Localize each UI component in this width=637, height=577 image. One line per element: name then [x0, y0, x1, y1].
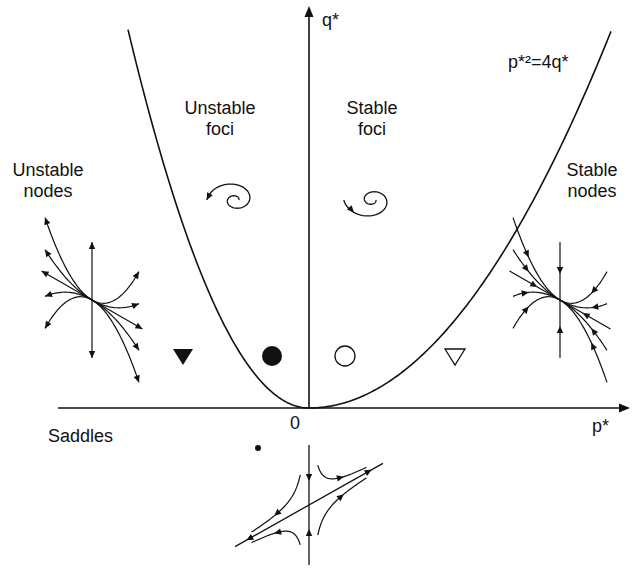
- unstable-node-trajectory: [92, 272, 139, 304]
- arrowhead: [44, 218, 50, 226]
- equation-label: p*²=4q*: [508, 52, 569, 73]
- unstable-node-trajectory: [45, 297, 92, 329]
- arrowhead: [522, 307, 529, 314]
- arrowhead: [132, 343, 139, 351]
- arrowhead: [530, 281, 538, 287]
- stable-node-trajectory: [560, 300, 607, 308]
- parabola-boundary: [128, 30, 611, 408]
- axis-label: p*: [592, 416, 609, 437]
- unstable-node-trajectory: [92, 300, 139, 382]
- arrowhead: [557, 326, 563, 333]
- region-label: Saddles: [48, 426, 113, 447]
- dot-symbol: [255, 445, 261, 451]
- saddle-trajectory: [252, 475, 301, 532]
- arrowhead: [246, 534, 254, 540]
- arrowhead: [306, 474, 312, 481]
- arrowhead: [274, 509, 281, 516]
- arrowhead: [336, 475, 344, 481]
- axis-label: q*: [322, 10, 339, 31]
- stable-node-trajectory: [560, 272, 607, 304]
- region-label: Unstable nodes: [6, 160, 90, 201]
- arrowhead: [207, 192, 213, 200]
- p-axis: [58, 407, 626, 409]
- arrowhead: [619, 404, 630, 413]
- arrowhead: [45, 321, 51, 329]
- q-axis: [308, 12, 310, 408]
- origin-label: 0: [290, 413, 300, 434]
- stable-node-trajectory: [513, 297, 560, 329]
- filled-triangle-symbol: [173, 349, 193, 365]
- arrowhead: [583, 313, 591, 319]
- arrowhead: [591, 303, 598, 309]
- arrowhead: [305, 6, 314, 17]
- arrowhead: [347, 205, 354, 212]
- stable-node-trajectory: [513, 250, 560, 300]
- arrowhead: [131, 303, 139, 309]
- arrowhead: [364, 470, 372, 476]
- stable-focus-spiral: [344, 192, 387, 216]
- region-label: Stable foci: [337, 98, 407, 139]
- arrowhead: [336, 494, 343, 501]
- stable-node-trajectory: [560, 300, 607, 382]
- arrowhead: [306, 529, 312, 536]
- unstable-node-trajectory: [45, 250, 92, 300]
- arrowhead: [133, 272, 139, 280]
- arrowhead: [45, 291, 53, 297]
- saddle-trajectory: [318, 478, 367, 535]
- unstable-node-trajectory: [45, 218, 92, 300]
- unstable-node-trajectory: [92, 300, 139, 350]
- arrowhead: [557, 267, 563, 274]
- arrowhead: [591, 343, 597, 351]
- stable-node-trajectory: [513, 218, 560, 300]
- arrowhead: [523, 250, 529, 258]
- region-label: Stable nodes: [552, 160, 632, 201]
- arrowhead: [521, 290, 528, 296]
- arrowhead: [45, 250, 52, 258]
- open-triangle-symbol: [445, 349, 465, 365]
- arrowhead: [135, 323, 143, 329]
- region-label: Unstable foci: [175, 98, 265, 139]
- arrowhead: [591, 328, 598, 336]
- arrowhead: [89, 242, 95, 249]
- stable-node-trajectory: [560, 300, 607, 350]
- filled-circle-symbol: [262, 346, 282, 366]
- arrowhead: [591, 286, 598, 293]
- unstable-focus-spiral: [207, 184, 250, 208]
- arrowhead: [134, 375, 140, 383]
- saddle-stable-line: [308, 445, 309, 565]
- open-circle-symbol: [335, 346, 355, 366]
- arrowhead: [42, 271, 50, 277]
- arrowhead: [89, 351, 95, 358]
- arrowhead: [274, 528, 282, 534]
- arrowhead: [522, 264, 529, 272]
